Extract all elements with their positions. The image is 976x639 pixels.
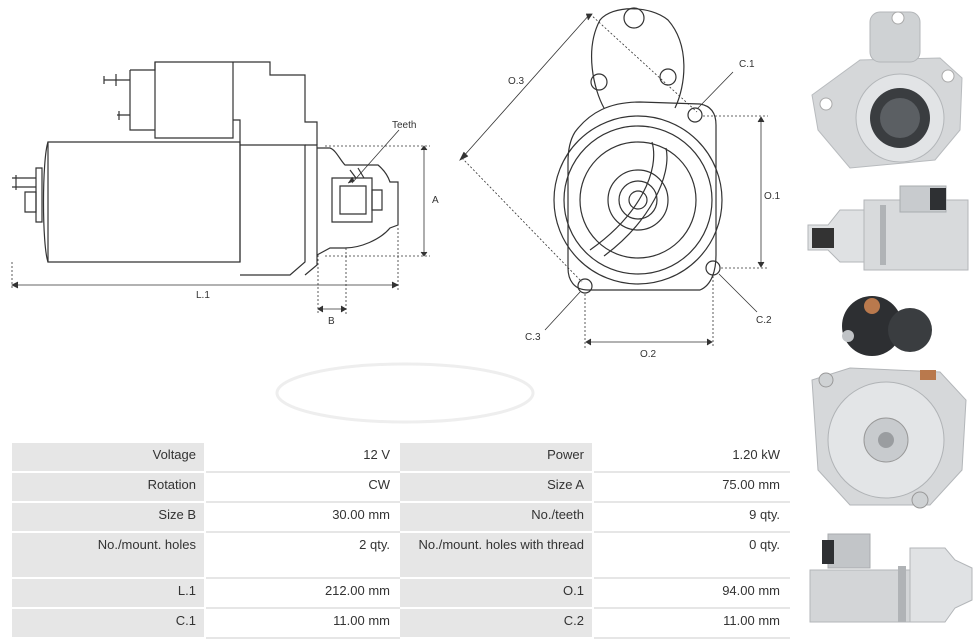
table-row: L.1 212.00 mm O.1 94.00 mm [10, 577, 790, 609]
spec-label: C.1 [10, 607, 206, 639]
spec-label: O.1 [398, 577, 594, 609]
spec-label: C.2 [398, 607, 594, 639]
side-view [12, 61, 399, 276]
spec-value: 2 qty. [204, 531, 400, 579]
spec-value: 9 qty. [592, 501, 790, 533]
spec-value: 30.00 mm [204, 501, 400, 533]
spec-value: 1.20 kW [592, 441, 790, 473]
spec-value: 11.00 mm [204, 607, 400, 639]
product-photo-rear [811, 296, 967, 509]
spec-label: No./mount. holes with thread [398, 531, 594, 579]
label-o1: O.1 [764, 191, 781, 202]
spec-label: Size A [398, 471, 594, 503]
spec-value: 0 qty. [592, 531, 790, 579]
table-row: No./mount. holes 2 qty. No./mount. holes… [10, 531, 790, 579]
label-o3: O.3 [508, 76, 525, 87]
spec-table: Voltage 12 V Power 1.20 kW Rotation CW S… [10, 441, 790, 639]
spec-label: Power [398, 441, 594, 473]
label-c1: C.1 [739, 59, 755, 70]
label-c3: C.3 [525, 332, 541, 343]
table-row: C.1 11.00 mm C.2 11.00 mm [10, 607, 790, 639]
label-c2: C.2 [756, 315, 772, 326]
label-o2: O.2 [640, 349, 657, 360]
spec-value: 212.00 mm [204, 577, 400, 609]
table-row: Size B 30.00 mm No./teeth 9 qty. [10, 501, 790, 533]
spec-label: Rotation [10, 471, 206, 503]
spec-label: No./teeth [398, 501, 594, 533]
spec-value: 11.00 mm [592, 607, 790, 639]
table-row: Voltage 12 V Power 1.20 kW [10, 441, 790, 473]
label-a: A [432, 195, 439, 206]
spec-value: CW [204, 471, 400, 503]
spec-value: 94.00 mm [592, 577, 790, 609]
product-photo-front [808, 8, 968, 176]
watermark [275, 362, 535, 424]
front-dimensions [459, 13, 768, 348]
label-b: B [328, 316, 335, 327]
spec-label: No./mount. holes [10, 531, 206, 579]
label-teeth: Teeth [392, 120, 416, 131]
table-row: Rotation CW Size A 75.00 mm [10, 471, 790, 503]
spec-label: Size B [10, 501, 206, 533]
spec-value: 12 V [204, 441, 400, 473]
product-photo-side-2 [809, 533, 973, 623]
label-l1: L.1 [196, 290, 210, 301]
spec-value: 75.00 mm [592, 471, 790, 503]
spec-label: L.1 [10, 577, 206, 609]
side-dimensions [11, 129, 430, 315]
product-photo-side [807, 185, 969, 271]
front-view [553, 7, 723, 294]
spec-label: Voltage [10, 441, 206, 473]
